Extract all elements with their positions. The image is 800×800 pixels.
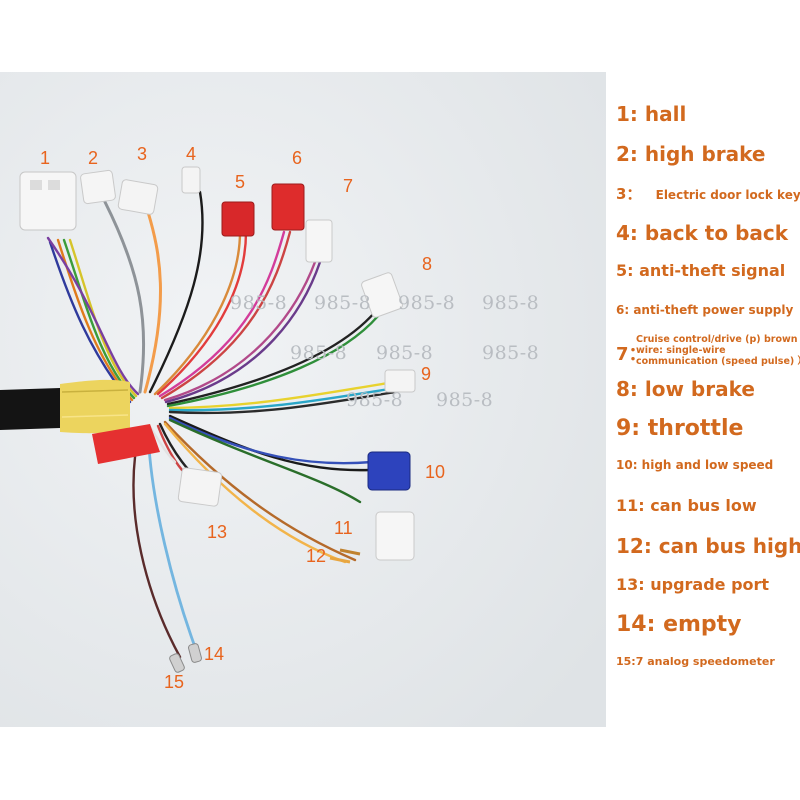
legend-item-5: 5: anti-theft signal xyxy=(616,261,786,280)
connectors xyxy=(19,166,416,673)
callout-13: 13 xyxy=(207,522,228,542)
callout-3: 3 xyxy=(137,144,148,164)
legend-item-3-text: Electric door lock key xyxy=(655,188,800,202)
legend-item-6: 6: anti-theft power supply xyxy=(616,303,794,317)
watermark: 985-8 xyxy=(376,342,434,364)
legend-panel: 1: hall 2: high brake 3： Electric door l… xyxy=(612,0,800,800)
legend-item-7-text: Cruise control/drive (p) brown wire: sin… xyxy=(636,334,800,367)
legend-item-11: 11: can bus low xyxy=(616,496,757,515)
cable-sheath xyxy=(0,379,130,434)
callout-14: 14 xyxy=(204,644,225,664)
watermark: 985-8 xyxy=(230,292,288,314)
callout-12: 12 xyxy=(306,546,327,566)
legend-item-3: 3： Electric door lock key xyxy=(616,183,800,204)
callout-1: 1 xyxy=(40,148,51,168)
watermark: 985-8 xyxy=(346,389,404,411)
callout-9: 9 xyxy=(421,364,432,384)
legend-item-7-num: 7： xyxy=(616,344,647,365)
legend-item-2: 2: high brake xyxy=(616,142,766,166)
callout-11: 11 xyxy=(334,518,353,538)
legend-item-13: 13: upgrade port xyxy=(616,575,770,594)
legend-item-9: 9: throttle xyxy=(616,416,744,441)
wiring-harness-photo: 985-8 985-8 985-8 985-8 985-8 985-8 985-… xyxy=(0,72,606,727)
legend-item-14: 14: empty xyxy=(616,612,742,637)
legend-item-1: 1: hall xyxy=(616,102,687,126)
callout-10: 10 xyxy=(425,462,446,482)
callout-4: 4 xyxy=(186,144,197,164)
callout-5: 5 xyxy=(235,172,246,192)
legend-item-3-num: 3： xyxy=(616,185,642,203)
watermark: 985-8 xyxy=(436,389,494,411)
legend-item-15: 15:7 analog speedometer xyxy=(616,655,775,668)
callout-6: 6 xyxy=(292,148,303,168)
harness-illustration xyxy=(0,72,606,727)
legend-item-4: 4: back to back xyxy=(616,221,789,245)
callout-2: 2 xyxy=(88,148,99,168)
watermark: 985-8 xyxy=(482,342,540,364)
red-sleeve xyxy=(92,424,160,464)
legend-item-12: 12: can bus high xyxy=(616,534,800,558)
watermark: 985-8 xyxy=(314,292,372,314)
callout-7: 7 xyxy=(343,176,354,196)
watermark: 985-8 xyxy=(398,292,456,314)
legend-item-8: 8: low brake xyxy=(616,377,755,401)
watermark: 985-8 xyxy=(482,292,540,314)
callout-8: 8 xyxy=(422,254,433,274)
watermark: 985-8 xyxy=(290,342,348,364)
callout-15: 15 xyxy=(164,672,185,692)
legend-item-10: 10: high and low speed xyxy=(616,458,774,472)
